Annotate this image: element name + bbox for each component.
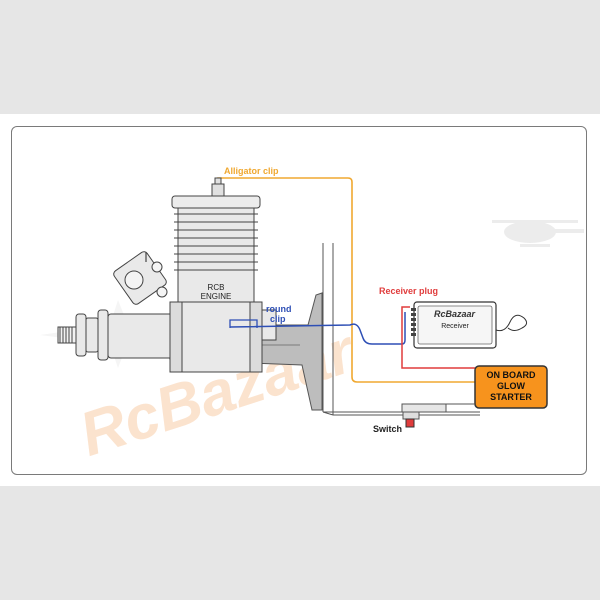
alligator-clip-label: Alligator clip: [224, 166, 279, 176]
round-clip-label-line1: round: [266, 304, 292, 314]
round-clip-wire-tail: [229, 319, 258, 328]
receiver-label: Receiver: [441, 323, 469, 330]
diagram-frame: [11, 126, 587, 475]
glow-plug: [211, 177, 225, 197]
engine-label-line1: RCB: [208, 283, 225, 292]
engine-label-line2: ENGINE: [201, 292, 232, 301]
switch: [401, 403, 475, 428]
starter-label-line2: GLOW: [497, 381, 525, 391]
starter-label-line3: STARTER: [490, 392, 532, 402]
top-margin-band: [0, 0, 600, 114]
receiver-channel-pins: [411, 308, 416, 336]
watermark-helicopter-icon: [492, 220, 584, 247]
alligator-clip-wire: [217, 177, 475, 383]
receiver-plug-wire: [401, 306, 475, 369]
bottom-margin-band: [0, 486, 600, 600]
round-clip-label-line2: clip: [270, 314, 286, 324]
on-board-glow-starter: ON BOARD GLOW STARTER: [474, 365, 548, 409]
receiver-antenna: [495, 314, 528, 332]
receiver-brand-logo: RcBazaar: [434, 309, 476, 319]
starter-label-line1: ON BOARD: [487, 370, 536, 380]
round-clip-wire: [229, 312, 406, 345]
receiver: RcBazaar Receiver: [411, 301, 528, 349]
switch-label: Switch: [373, 424, 402, 434]
receiver-plug-label: Receiver plug: [379, 286, 438, 296]
rcb-engine: RCB ENGINE: [57, 177, 277, 373]
